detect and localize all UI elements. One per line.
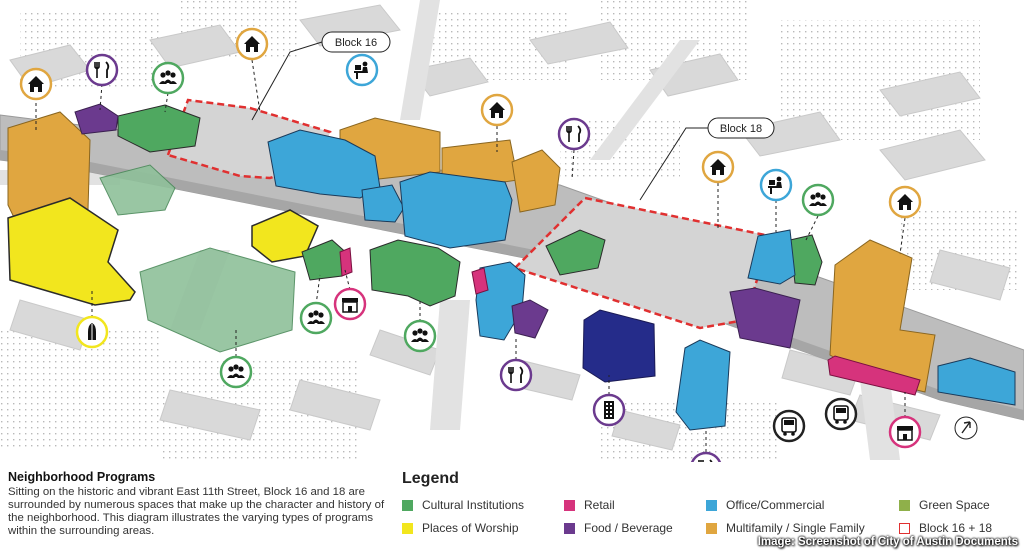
people-icon xyxy=(219,355,253,389)
food-icon xyxy=(499,358,533,392)
legend-label: Food / Beverage xyxy=(584,521,673,535)
legend-label: Green Space xyxy=(919,498,990,512)
office-desk-icon xyxy=(759,168,793,202)
legend-swatch xyxy=(402,499,413,511)
house-icon xyxy=(888,185,922,219)
block-18-callout: Block 18 xyxy=(639,117,775,201)
legend-item-green-space: Green Space xyxy=(899,498,990,512)
legend-item-retail: Retail xyxy=(564,498,615,512)
legend-item-cultural: Cultural Institutions xyxy=(402,498,524,512)
green-space xyxy=(99,164,296,353)
cultural-buildings xyxy=(117,104,823,307)
retail-buildings xyxy=(339,247,921,396)
office-building-icon xyxy=(592,393,626,427)
retail-store-icon xyxy=(888,415,922,449)
caption-body: Sitting on the historic and vibrant East… xyxy=(8,486,385,537)
block-16-label: Block 16 xyxy=(335,37,377,49)
legend-label: Places of Worship xyxy=(422,521,519,535)
icon-leader-lines xyxy=(35,59,906,452)
legend-item-worship: Places of Worship xyxy=(402,521,519,535)
street-sidewalk xyxy=(0,150,1024,420)
block-18-label: Block 18 xyxy=(720,123,762,135)
caption-title: Neighborhood Programs xyxy=(8,470,156,484)
legend-item-housing: Multifamily / Single Family xyxy=(706,521,865,535)
food-icon xyxy=(690,451,722,462)
north-arrow xyxy=(954,416,978,440)
bus-icon xyxy=(772,409,806,443)
block-16-callout: Block 16 xyxy=(251,31,391,121)
worship-hands-icon xyxy=(75,315,109,349)
food-buildings xyxy=(74,103,801,349)
office-buildings xyxy=(267,129,1016,431)
office-desk-icon xyxy=(345,53,379,87)
neighborhood-diagram: Block 16 Block 18 xyxy=(0,0,1024,462)
people-icon xyxy=(299,301,333,335)
bus-icon xyxy=(824,397,858,431)
legend-item-block-outline: Block 16 + 18 xyxy=(899,521,992,535)
context-gray-buildings xyxy=(9,4,1011,451)
people-icon xyxy=(403,319,437,353)
people-icon xyxy=(151,61,185,95)
caption: Neighborhood Programs Sitting on the his… xyxy=(8,470,388,538)
house-icon xyxy=(480,93,514,127)
house-icon xyxy=(235,27,269,61)
legend-label: Office/Commercial xyxy=(726,498,825,512)
food-icon xyxy=(85,53,119,87)
legend-label: Cultural Institutions xyxy=(422,498,525,512)
people-icon xyxy=(801,183,835,217)
legend: Legend Cultural Institutions Places of W… xyxy=(402,470,1022,550)
legend-swatch xyxy=(402,522,413,534)
legend-swatch xyxy=(706,522,717,534)
legend-item-food: Food / Beverage xyxy=(564,521,673,535)
retail-store-icon xyxy=(333,287,367,321)
food-icon xyxy=(557,117,591,151)
legend-swatch xyxy=(899,522,910,534)
program-icons xyxy=(19,27,922,462)
house-icon xyxy=(701,150,735,184)
image-credit: Image: Screenshot of City of Austin Docu… xyxy=(757,536,1018,548)
legend-label: Multifamily / Single Family xyxy=(726,521,865,535)
legend-swatch xyxy=(706,499,717,511)
office-tower-dark xyxy=(582,309,656,383)
worship-buildings xyxy=(7,197,319,306)
legend-label: Block 16 + 18 xyxy=(919,521,993,535)
legend-item-office: Office/Commercial xyxy=(706,498,824,512)
house-icon xyxy=(19,67,53,101)
legend-label: Retail xyxy=(584,498,615,512)
legend-swatch xyxy=(899,499,910,511)
legend-title: Legend xyxy=(402,470,459,487)
legend-swatch xyxy=(564,499,575,511)
legend-swatch xyxy=(564,522,575,534)
